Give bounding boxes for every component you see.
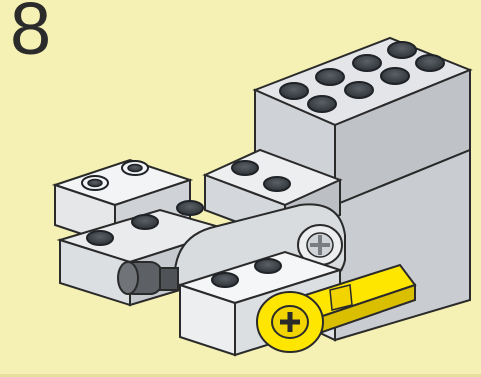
lego-brick-assembly-icon bbox=[0, 0, 481, 377]
instruction-page: 8 bbox=[0, 0, 481, 377]
